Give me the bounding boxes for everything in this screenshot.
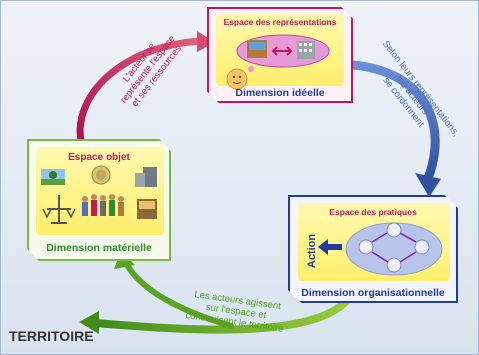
right-box-dimension: Dimension organisationnelle — [301, 287, 445, 299]
people-group-icon — [82, 194, 124, 216]
green-arrowhead-left — [79, 311, 99, 334]
right-box-title: Espace des pratiques — [329, 207, 417, 217]
right-box: Espace des pratiques Action Dimension or… — [288, 195, 458, 303]
thought-cloud-icon — [226, 34, 330, 90]
left-box: Espace objet Dimension — [27, 139, 171, 261]
material-objects-icon — [41, 165, 157, 224]
blue-arrowhead — [415, 173, 441, 197]
left-box-dimension: Dimension matérielle — [46, 242, 152, 254]
left-box-inner — [36, 147, 164, 235]
left-box-title: Espace objet — [68, 152, 130, 163]
pink-arrow — [76, 37, 205, 145]
pink-arrowhead — [197, 31, 215, 52]
action-label: Action — [306, 233, 318, 269]
top-box: Espace des représentations Dimension idé… — [207, 7, 353, 103]
territory-label: TERRITOIRE — [9, 328, 94, 344]
top-box-dimension: Dimension idéelle — [235, 87, 325, 99]
green-arrow-up — [123, 260, 234, 329]
blue-arrow — [348, 60, 440, 186]
top-box-title: Espace des représentations — [223, 17, 337, 27]
actors-network-icon — [318, 222, 443, 276]
green-arrow-main — [92, 287, 357, 334]
